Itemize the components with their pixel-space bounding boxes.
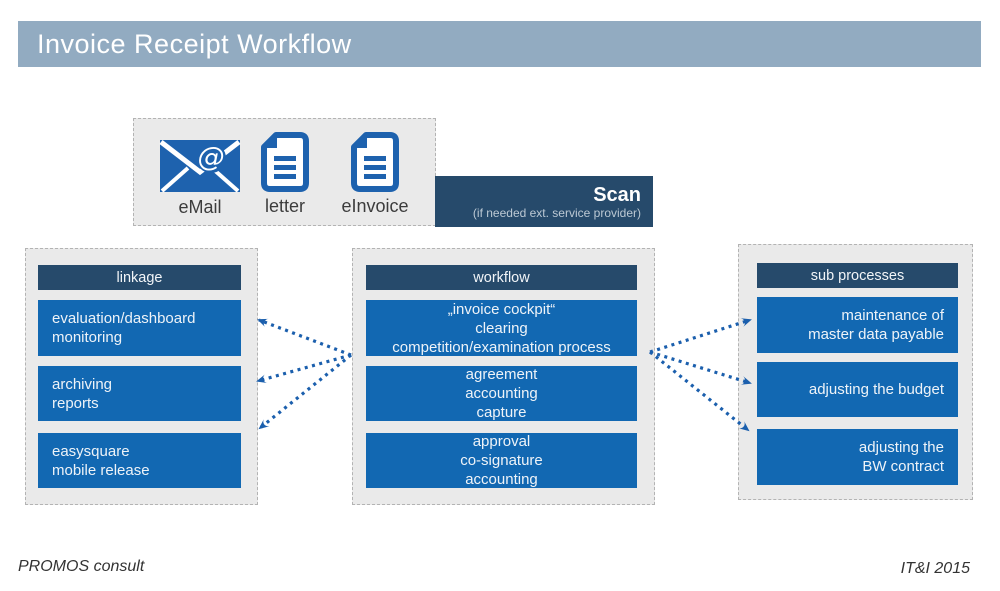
arrow-workflow-to-evaluation <box>257 318 352 357</box>
source-label-email: eMail <box>178 197 222 217</box>
arrow-workflow-to-easysquare <box>258 353 353 430</box>
arrow-workflow-to-archiving <box>256 353 352 384</box>
source-einvoice: eInvoice <box>332 132 418 216</box>
workflow-header: workflow <box>366 265 637 290</box>
email-envelope-icon: @ <box>159 140 241 193</box>
scan-subtitle: (if needed ext. service provider) <box>472 205 641 220</box>
linkage-box-easysquare: easysquare mobile release <box>38 433 241 488</box>
letter-document-icon <box>261 132 309 192</box>
source-email: @ eMail <box>152 139 248 217</box>
page-title: Invoice Receipt Workflow <box>37 28 352 59</box>
workflow-box-agreement: agreement accounting capture <box>366 366 637 421</box>
arrow-workflow-to-bw-contract <box>649 350 750 432</box>
linkage-box-archiving: archiving reports <box>38 366 241 421</box>
sub-processes-box-bw-contract: adjusting the BW contract <box>757 429 958 485</box>
linkage-box-evaluation: evaluation/dashboard monitoring <box>38 300 241 356</box>
footer-edition: IT&I 2015 <box>900 560 970 577</box>
svg-text:@: @ <box>198 142 225 173</box>
einvoice-document-icon <box>351 132 399 192</box>
source-label-einvoice: eInvoice <box>341 196 409 216</box>
linkage-header: linkage <box>38 265 241 290</box>
source-label-letter: letter <box>264 196 306 216</box>
sub-processes-box-budget: adjusting the budget <box>757 362 958 417</box>
arrow-workflow-to-maintenance <box>649 318 752 354</box>
sub-processes-header: sub processes <box>757 263 958 288</box>
scan-box: Scan (if needed ext. service provider) <box>435 176 653 227</box>
scan-title: Scan <box>593 183 641 206</box>
workflow-box-invoice-cockpit: „invoice cockpit“ clearing competition/e… <box>366 300 637 356</box>
sub-processes-box-maintenance: maintenance of master data payable <box>757 297 958 353</box>
footer-company: PROMOS consult <box>18 558 145 575</box>
arrow-workflow-to-budget <box>649 350 752 385</box>
source-letter: letter <box>250 132 320 216</box>
title-bar: Invoice Receipt Workflow <box>18 21 981 67</box>
workflow-box-approval: approval co-signature accounting <box>366 433 637 488</box>
